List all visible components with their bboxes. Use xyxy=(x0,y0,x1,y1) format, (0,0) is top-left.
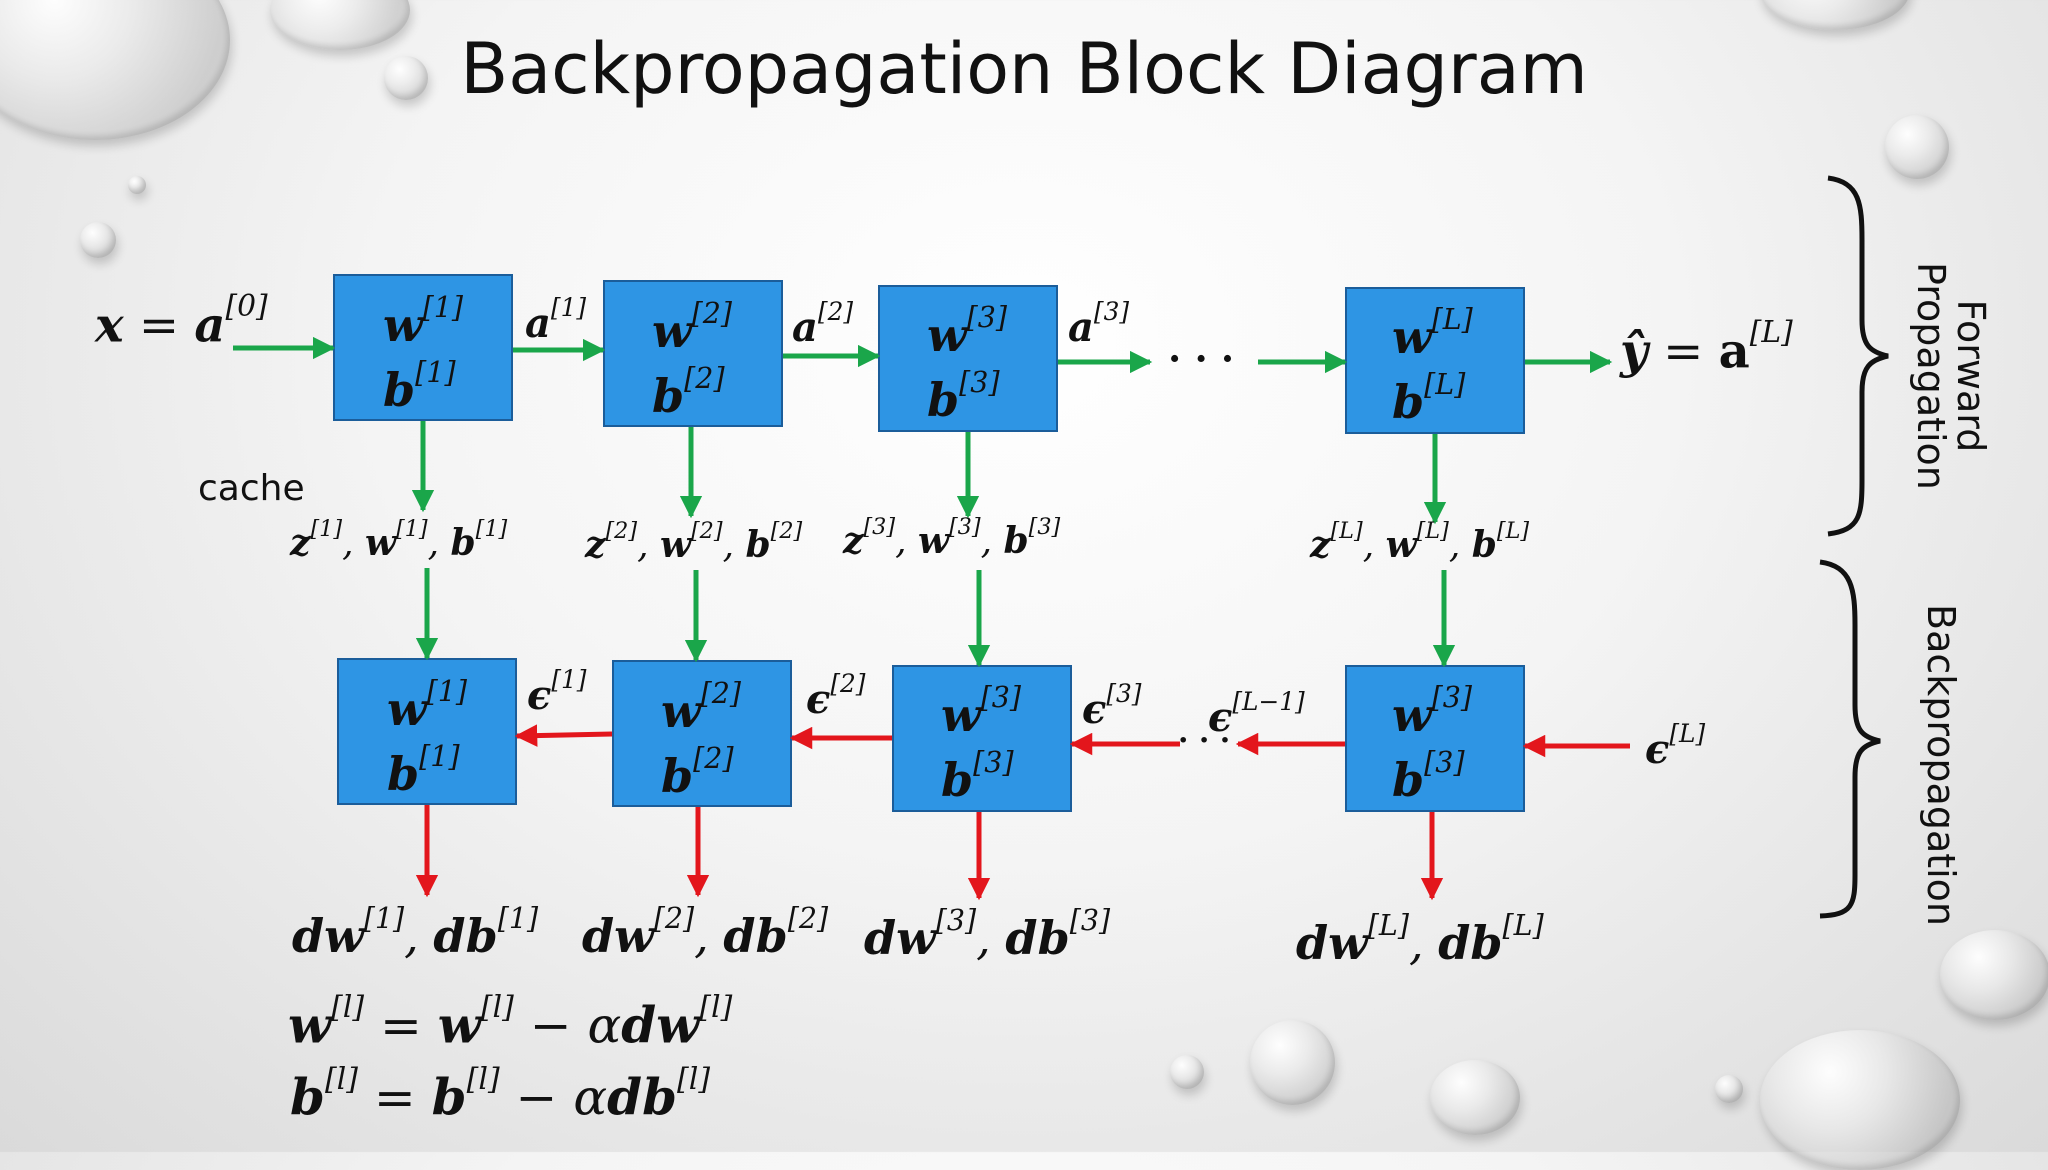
error-label: ϵ[L−1] xyxy=(1208,687,1305,742)
backprop-brace xyxy=(1819,559,1881,919)
forward-brace xyxy=(1827,175,1889,537)
bias-update-rule: b[l] = b[l] − αdb[l] xyxy=(290,1062,711,1127)
activation-label: a[3] xyxy=(1068,297,1130,352)
water-drop-decoration xyxy=(384,56,428,100)
water-drop-decoration xyxy=(1715,1075,1743,1103)
gradient-values: dw[L], db[L] xyxy=(1296,909,1544,971)
activation-label: a[2] xyxy=(792,297,854,352)
forward-ellipsis: · · · xyxy=(1168,336,1235,381)
backward-block-3-label: w[3] b[3] xyxy=(941,681,1022,807)
forward-block-2-label: w[2] b[2] xyxy=(652,297,733,423)
water-drop-decoration xyxy=(128,176,146,194)
output-equation: ŷ = a[L] xyxy=(1620,315,1793,380)
water-drop-decoration xyxy=(1430,1060,1520,1135)
error-label: ϵ[3] xyxy=(1082,679,1142,734)
input-equation: x = a[0] xyxy=(95,289,268,354)
backward-block-2 xyxy=(612,660,792,807)
water-drop-decoration xyxy=(1760,1030,1960,1170)
gradient-values: dw[2], db[2] xyxy=(582,902,829,964)
cache-values: z[1], w[1], b[1] xyxy=(290,516,508,564)
backward-arrow xyxy=(514,724,613,747)
forward-block-3 xyxy=(878,285,1058,432)
backward-block-2-label: w[2] b[2] xyxy=(661,677,742,803)
forward-block-3-label: w[3] b[3] xyxy=(927,301,1008,427)
error-label: ϵ[2] xyxy=(806,669,866,724)
gradient-values: dw[1], db[1] xyxy=(292,902,539,964)
forward-block-L-label: w[L] b[L] xyxy=(1392,303,1473,429)
water-drop-decoration xyxy=(80,222,116,258)
water-drop-decoration xyxy=(1940,930,2048,1020)
forward-block-L xyxy=(1345,287,1525,434)
backward-block-L-label: w[3] b[3] xyxy=(1392,681,1473,807)
water-drop-decoration xyxy=(1170,1055,1204,1089)
backward-block-1 xyxy=(337,658,517,805)
gradient-values: dw[3], db[3] xyxy=(864,904,1111,966)
forward-propagation-label: Forward Propagation xyxy=(1909,262,1993,490)
slide-title: Backpropagation Block Diagram xyxy=(460,28,1588,110)
water-drop-decoration xyxy=(1250,1020,1335,1105)
cache-label: cache xyxy=(198,468,305,509)
weight-update-rule: w[l] = w[l] − αdw[l] xyxy=(288,990,733,1055)
water-drop-decoration xyxy=(1885,115,1949,179)
forward-block-1-label: w[1] b[1] xyxy=(383,291,464,417)
error-label: ϵ[1] xyxy=(527,665,587,720)
forward-block-2 xyxy=(603,280,783,427)
backward-ellipsis: · · · xyxy=(1178,723,1231,758)
error-label: ϵ[L] xyxy=(1645,719,1706,774)
backward-block-1-label: w[1] b[1] xyxy=(387,675,468,801)
backpropagation-label: Backpropagation xyxy=(1919,604,1963,927)
cache-values: z[L], w[L], b[L] xyxy=(1310,518,1530,566)
activation-label: a[1] xyxy=(525,293,587,348)
cache-values: z[2], w[2], b[2] xyxy=(585,518,803,566)
cache-values: z[3], w[3], b[3] xyxy=(843,514,1061,562)
